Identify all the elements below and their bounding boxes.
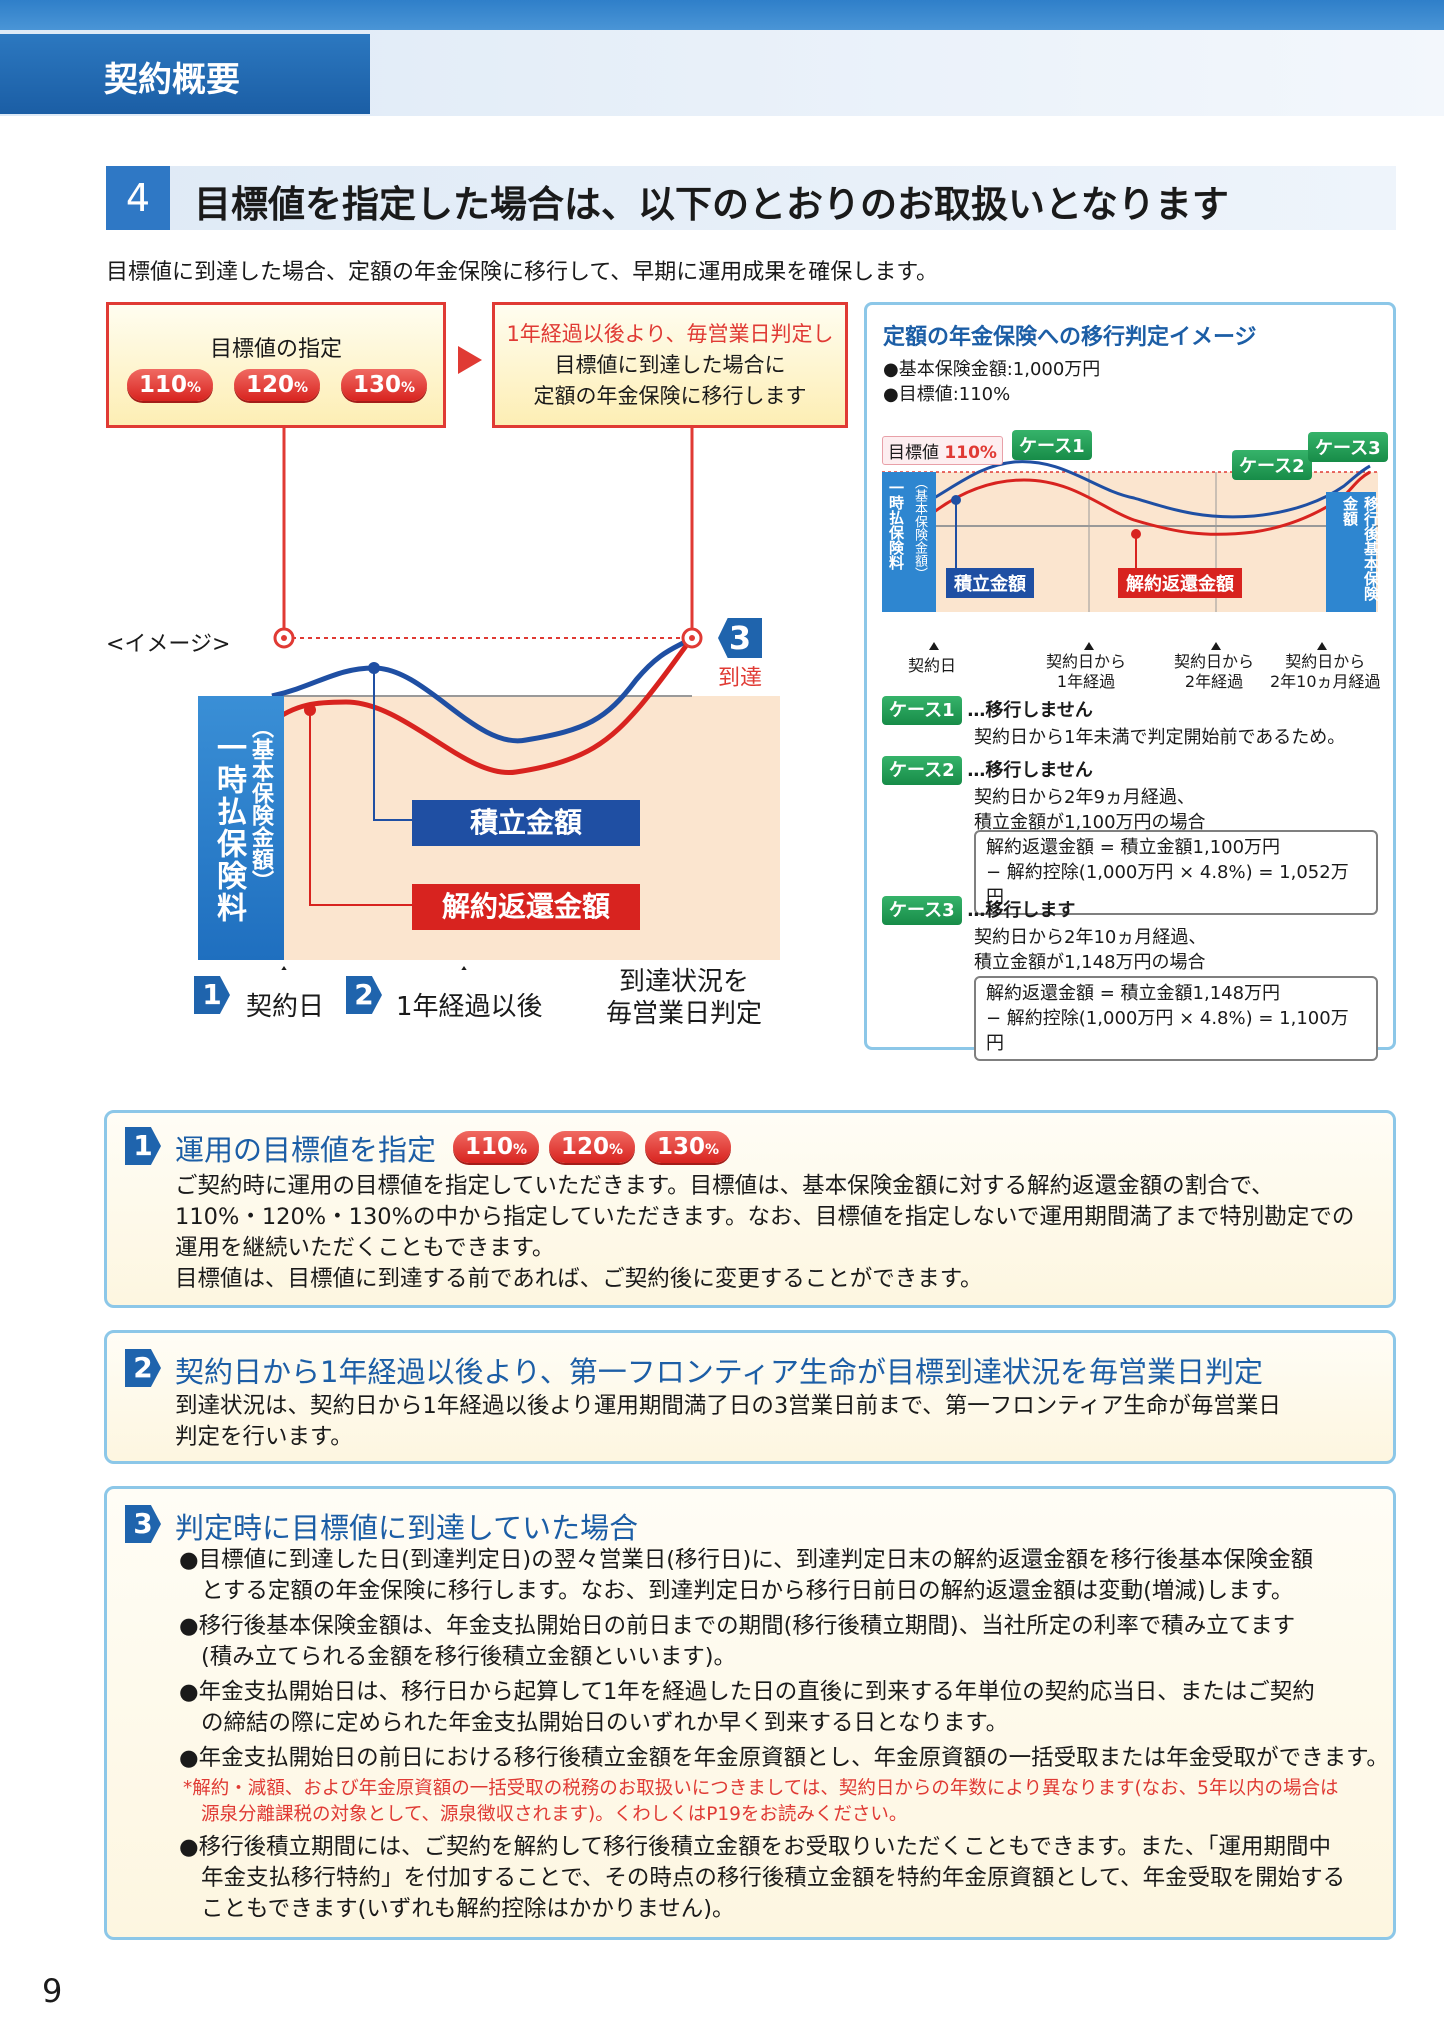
mini-legend-surrender: 解約返還金額 xyxy=(1118,568,1242,598)
detail-box-2: 2 契約日から1年経過以後より、第一フロンティア生命が目標到達状況を毎営業日判定… xyxy=(104,1330,1396,1464)
judge-label: 到達状況を 毎営業日判定 xyxy=(606,967,763,1029)
detail-1-title: 運用の目標値を指定 xyxy=(175,1133,437,1167)
detail-pill-110: 110% xyxy=(453,1131,539,1163)
judgement-line-2: 目標値に到達した場合に xyxy=(554,353,786,377)
detail-3-number: 3 xyxy=(125,1505,161,1543)
reach-number: 3 xyxy=(718,618,762,658)
heading-band xyxy=(106,166,1396,230)
detail-box-1: 1 運用の目標値を指定 110% 120% 130% ご契約時に運用の目標値を指… xyxy=(104,1110,1396,1308)
detail-1-number: 1 xyxy=(125,1127,161,1165)
accum-leader xyxy=(373,668,412,821)
case-list: ケース1 …移行しません 契約日から1年未満で判定開始前であるため。 ケース2 … xyxy=(882,696,1388,835)
legend-surrender: 解約返還金額 xyxy=(412,884,640,930)
detail-3-title: 判定時に目標値に到達していた場合 xyxy=(175,1511,639,1545)
top-bar xyxy=(0,0,1444,30)
page-number: 9 xyxy=(42,1972,63,2010)
judgement-box: 1年経過以後より、毎営業日判定し 目標値に到達した場合に 定額の年金保険に移行し… xyxy=(492,302,848,428)
detail-3-bullets: ●目標値に到達した日(到達判定日)の翌々営業日(移行日)に、到達判定日末の解約返… xyxy=(179,1547,1389,1922)
step2-number: 2 xyxy=(346,976,382,1014)
case-item-2: ケース2 …移行しません 契約日から2年9ヵ月経過、 積立金額が1,100万円の… xyxy=(882,756,1388,835)
target-pill-130: 130% xyxy=(341,369,427,401)
flow-arrow-icon xyxy=(458,346,482,374)
reach-label: 到達 xyxy=(718,666,763,691)
panel-title: 定額の年金保険への移行判定イメージ xyxy=(883,325,1257,350)
mini-accum-line xyxy=(933,460,1371,519)
accum-line xyxy=(271,635,694,744)
section-label: 契約概要 xyxy=(0,34,370,114)
mini-premium-bar: 一時払保険料 （基本保険金額） xyxy=(882,472,936,612)
mini-post-bar: 移行後基本保険金額 xyxy=(1326,492,1380,612)
step1-number: 1 xyxy=(194,976,230,1014)
detail-1-text: ご契約時に運用の目標値を指定していただきます。目標値は、基本保険金額に対する解約… xyxy=(175,1173,1355,1292)
detail-2-text: 到達状況は、契約日から1年経過以後より運用期間満了日の3営業日前まで、第一フロン… xyxy=(175,1393,1281,1450)
mini-target-tag: 目標値 110% xyxy=(882,436,1003,465)
premium-bar: 一時払保険料 （基本保険金額） xyxy=(198,696,284,960)
detail-1-pills: 110% 120% 130% xyxy=(453,1131,731,1163)
surrender-leader xyxy=(309,710,412,906)
detail-2-title: 契約日から1年経過以後より、第一フロンティア生命が目標到達状況を毎営業日判定 xyxy=(175,1355,1263,1389)
surrender-line xyxy=(270,636,694,775)
mini-legend-accum: 積立金額 xyxy=(946,568,1034,598)
judgement-line-1: 1年経過以後より、毎営業日判定し xyxy=(506,322,834,346)
mini-axis-2: 契約日から 2年経過 xyxy=(1174,652,1255,691)
premium-bar-sub: （基本保険金額） xyxy=(248,716,273,892)
detail-box-3: 3 判定時に目標値に到達していた場合 ●目標値に到達した日(到達判定日)の翌々営… xyxy=(104,1486,1396,1940)
detail-pill-130: 130% xyxy=(645,1131,731,1163)
mini-axis-1: 契約日から 1年経過 xyxy=(1046,652,1127,691)
target-spec-title: 目標値の指定 xyxy=(209,337,342,362)
case-item-1: ケース1 …移行しません 契約日から1年未満で判定開始前であるため。 xyxy=(882,696,1388,750)
transition-image-panel: 定額の年金保険への移行判定イメージ ●基本保険金額:1,000万円 ●目標値:1… xyxy=(864,302,1396,1050)
case3-calc: 解約返還金額 = 積立金額1,148万円 − 解約控除(1,000万円 × 4.… xyxy=(974,976,1378,1061)
mini-axis-0: 契約日 xyxy=(908,656,957,675)
legend-accum: 積立金額 xyxy=(412,800,640,846)
case2-calc: 解約返還金額 = 積立金額1,100万円 − 解約控除(1,000万円 × 4.… xyxy=(974,830,1378,915)
mini-case3-badge: ケース3 xyxy=(1308,432,1388,462)
detail-pill-120: 120% xyxy=(549,1131,635,1163)
target-pill-110: 110% xyxy=(127,369,213,401)
mini-case1-badge: ケース1 xyxy=(1012,430,1092,460)
mini-case2-badge: ケース2 xyxy=(1232,450,1312,480)
image-label: <イメージ> xyxy=(106,632,231,657)
target-spec-box: 目標値の指定 110% 120% 130% xyxy=(106,302,446,428)
step1-label: 契約日 xyxy=(246,992,325,1022)
heading-number: 4 xyxy=(106,166,170,230)
mini-axis-3: 契約日から 2年10ヵ月経過 xyxy=(1270,652,1381,691)
premium-bar-main: 一時払保険料 xyxy=(211,732,246,924)
detail-2-number: 2 xyxy=(125,1349,161,1387)
panel-conditions: ●基本保険金額:1,000万円 ●目標値:110% xyxy=(883,359,1101,405)
step2-tick-icon xyxy=(461,966,467,970)
target-pill-120: 120% xyxy=(234,369,320,401)
step2-label: 1年経過以後 xyxy=(396,992,543,1022)
case-item-3: ケース3 …移行します 契約日から2年10ヵ月経過、 積立金額が1,148万円の… xyxy=(882,896,1388,975)
step1-tick-icon xyxy=(281,966,287,970)
heading-title: 目標値を指定した場合は、以下のとおりのお取扱いとなります xyxy=(194,183,1229,226)
intro-text: 目標値に到達した場合、定額の年金保険に移行して、早期に運用成果を確保します。 xyxy=(106,260,939,285)
tax-note: *解約・減額、および年金原資額の一括受取の税務のお取扱いにつきましては、契約日か… xyxy=(183,1778,1339,1825)
judgement-line-3: 定額の年金保険に移行します xyxy=(533,384,807,408)
